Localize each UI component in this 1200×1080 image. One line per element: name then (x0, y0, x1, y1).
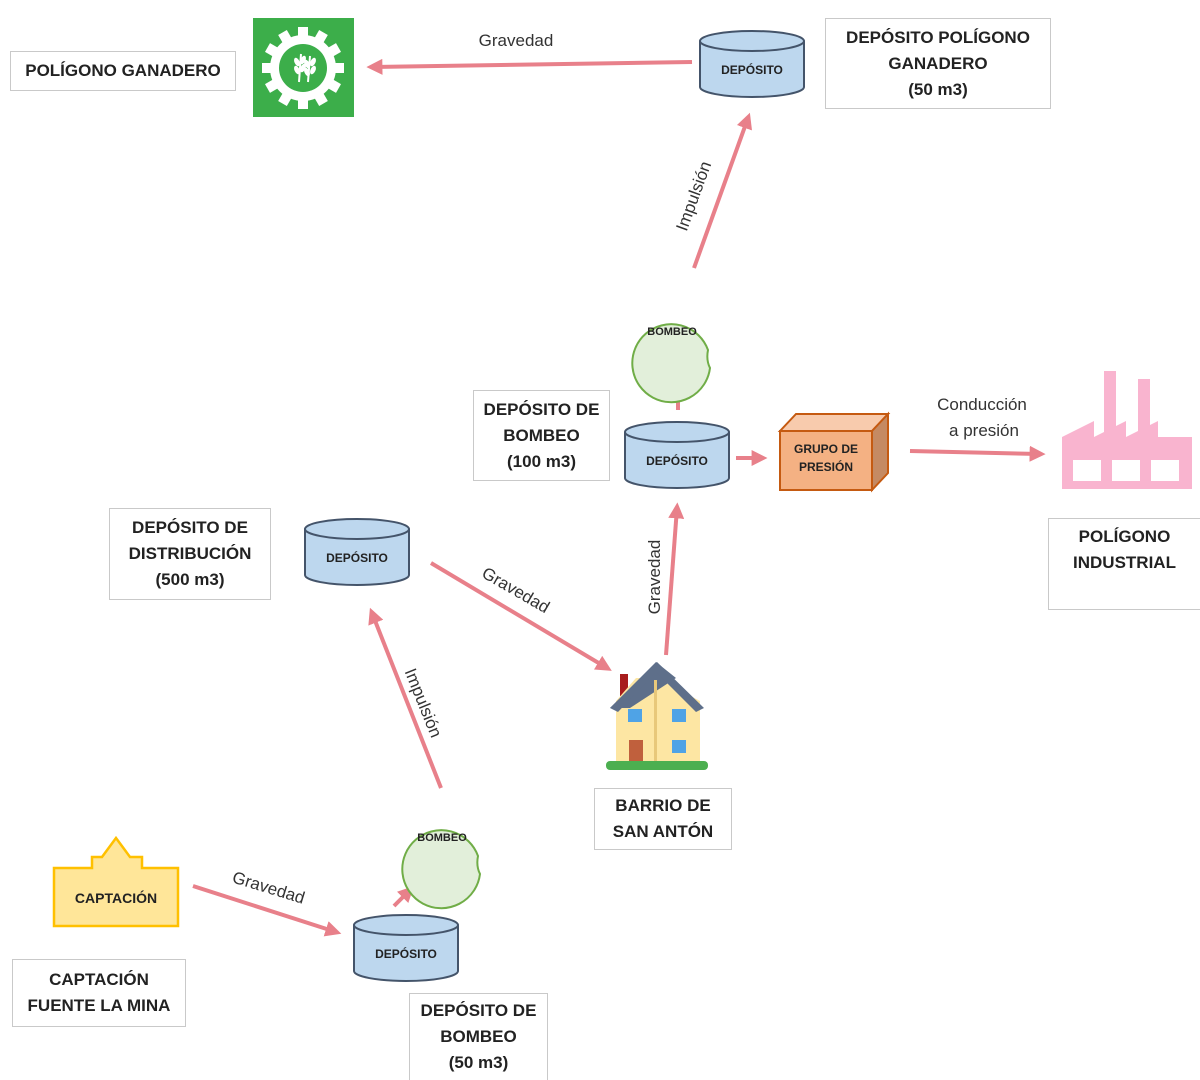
tank-label: DEPÓSITO (326, 550, 388, 565)
label-poligono-industrial: POLÍGONO INDUSTRIAL (1048, 518, 1200, 610)
grupo-presion-label-1: GRUPO DE (794, 442, 858, 456)
grupo-presion-box: GRUPO DE PRESIÓN (777, 411, 891, 493)
wheat-icon (294, 53, 316, 83)
tank-deposito-bombeo-50: DEPÓSITO (353, 914, 459, 982)
tank-deposito-distribucion: DEPÓSITO (304, 518, 410, 586)
edge-label-gravedad-barrio: Gravedad (645, 540, 664, 615)
edge-label-conduccion-1: Conducción (937, 395, 1027, 414)
arrow-bombeo-low-to-distribucion (368, 607, 443, 789)
label-deposito-distribucion: DEPÓSITO DE DISTRIBUCIÓN (500 m3) (109, 508, 271, 600)
label-deposito-bombeo-100: DEPÓSITO DE BOMBEO (100 m3) (473, 390, 610, 481)
tank-label: DEPÓSITO (375, 946, 437, 961)
pump-label: BOMBEO (417, 832, 467, 844)
tank-label: DEPÓSITO (721, 62, 783, 77)
tank-label: DEPÓSITO (646, 453, 708, 468)
label-poligono-ganadero: POLÍGONO GANADERO (10, 51, 236, 91)
arrow-deposito-top-to-ganadero (366, 58, 693, 75)
arrow-deposito-50-to-bombeo-low (392, 886, 414, 908)
pump-bombeo-lower: BOMBEO (401, 829, 482, 910)
captacion-shape: CAPTACIÓN (52, 835, 180, 928)
grupo-presion-label-2: PRESIÓN (799, 459, 853, 474)
label-barrio-san-anton: BARRIO DE SAN ANTÓN (594, 788, 732, 850)
edge-label-gravedad-top: Gravedad (479, 31, 554, 50)
arrow-distribucion-to-barrio (429, 561, 612, 671)
arrow-grupo-to-industrial (909, 445, 1046, 462)
poligono-ganadero-icon (253, 18, 354, 117)
tank-deposito-poligono-ganadero: DEPÓSITO (699, 30, 805, 98)
factory-icon (1062, 371, 1192, 489)
captacion-label: CAPTACIÓN (75, 889, 157, 906)
edge-label-gravedad-distribucion: Gravedad (479, 563, 553, 617)
tank-deposito-bombeo-100: DEPÓSITO (624, 421, 730, 489)
label-deposito-poligono-ganadero: DEPÓSITO POLÍGONO GANADERO (50 m3) (825, 18, 1051, 109)
arrow-barrio-to-deposito-100 (664, 502, 685, 656)
edge-label-conduccion-2: a presión (949, 421, 1019, 440)
pump-label: BOMBEO (647, 326, 697, 338)
arrow-captacion-to-deposito-50 (192, 884, 342, 937)
house-icon (606, 662, 708, 770)
label-captacion-fuente: CAPTACIÓN FUENTE LA MINA (12, 959, 186, 1027)
label-deposito-bombeo-50: DEPÓSITO DE BOMBEO (50 m3) (409, 993, 548, 1080)
pump-bombeo-upper: BOMBEO (631, 323, 712, 404)
arrow-bombeo-to-deposito-top (692, 112, 753, 269)
